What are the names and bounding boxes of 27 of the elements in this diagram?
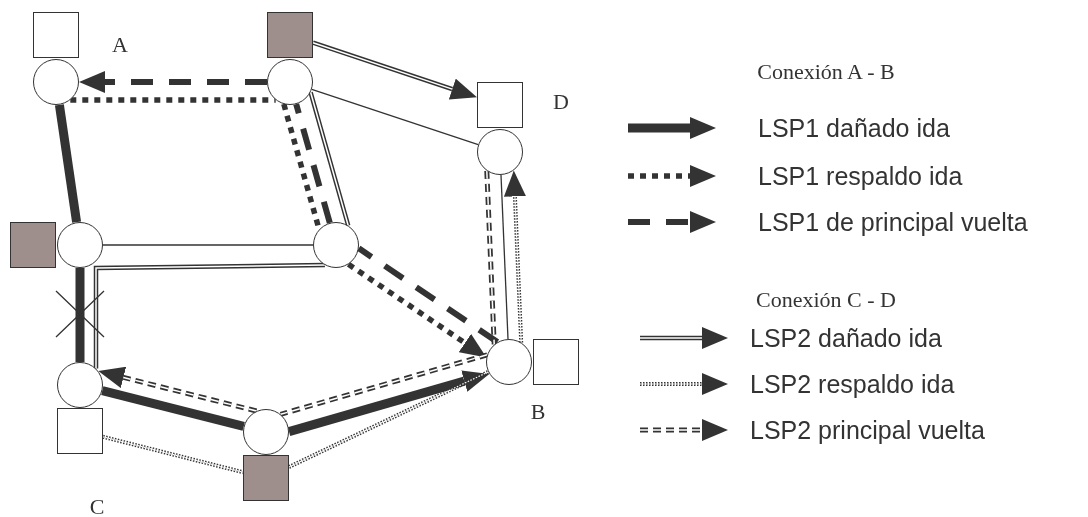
router-circle [267, 59, 313, 105]
host-label: C [89, 494, 105, 517]
legend-label: LSP1 dañado ida [758, 113, 950, 143]
host-square [10, 222, 56, 268]
host-square [57, 408, 103, 454]
host-label: D [553, 89, 569, 115]
legend-label: LSP2 principal vuelta [750, 415, 985, 445]
host-square [243, 455, 289, 501]
router-circle [486, 339, 532, 385]
legend-label: LSP2 dañado ida [750, 323, 942, 353]
router-circle [57, 222, 103, 268]
host-label: A [112, 32, 128, 58]
router-circle [243, 409, 289, 455]
router-circle [313, 222, 359, 268]
legend-label: LSP2 respaldo ida [750, 369, 955, 399]
router-circle [477, 129, 523, 175]
legend-label: LSP1 respaldo ida [758, 161, 963, 191]
host-square [477, 82, 523, 128]
router-circle [57, 362, 103, 408]
host-square [267, 12, 313, 58]
host-square [533, 339, 579, 385]
legend-label: LSP1 de principal vuelta [758, 207, 1028, 237]
router-circle [33, 59, 79, 105]
legend-heading: Conexión A - B [757, 59, 895, 85]
host-label: B [530, 399, 546, 425]
host-square [33, 12, 79, 58]
legend-heading: Conexión C - D [756, 287, 896, 313]
